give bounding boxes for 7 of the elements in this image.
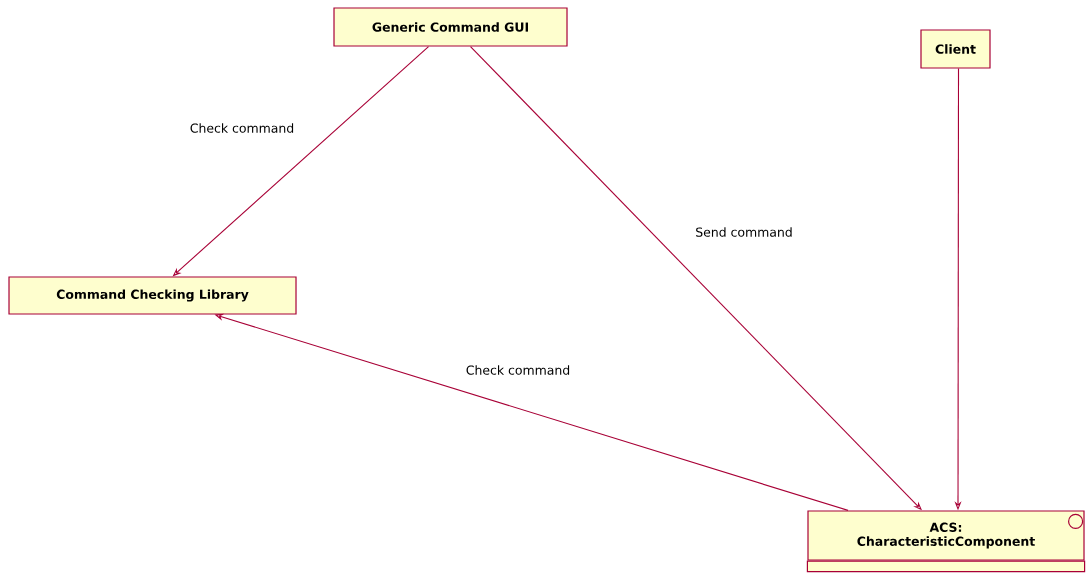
class-box: ACS: CharacteristicComponent (806, 510, 1086, 573)
edge-label: Send command (694, 226, 794, 238)
edge-label: Check command (464, 364, 572, 376)
class-box: Client (920, 29, 991, 69)
class-box: Command Checking Library (8, 276, 297, 315)
edge-label: Check command (188, 122, 296, 134)
class-box: Generic Command GUI (333, 7, 568, 47)
